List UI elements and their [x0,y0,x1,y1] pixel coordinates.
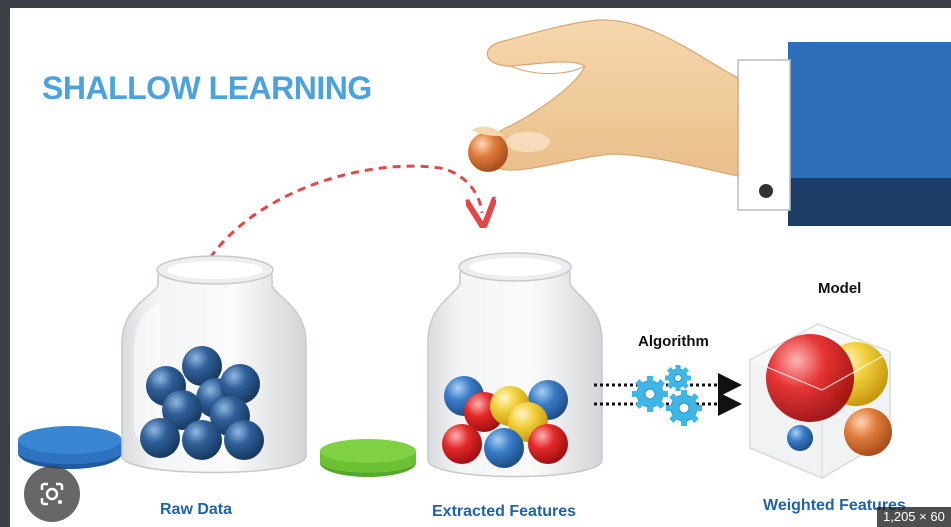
transfer-arrow [208,164,482,259]
algorithm-label: Algorithm [638,333,709,350]
sleeve-cuff-dark [788,178,951,226]
extracted-features-jar [427,252,603,478]
google-lens-icon [40,482,64,506]
held-ball [468,132,508,172]
diagram-artwork [18,19,951,479]
raw-data-lid [18,426,122,454]
model-label: Model [818,280,862,297]
cufflink [759,184,773,198]
lens-search-button[interactable] [24,466,80,522]
hand-illustration [468,19,951,226]
raw-data-jar [121,255,307,474]
weighted-features-label: Weighted Features [763,497,906,514]
image-size-badge: 1,205 × 60 [877,507,951,527]
diagram-title: SHALLOW LEARNING [42,70,372,106]
model-cube [748,323,892,479]
extracted-features-label: Extracted Features [432,503,577,520]
gears-icon [632,365,702,426]
raw-data-label: Raw Data [160,501,233,518]
extracted-features-lid [320,439,416,463]
diagram-canvas: SHALLOW LEARNING [10,8,951,527]
